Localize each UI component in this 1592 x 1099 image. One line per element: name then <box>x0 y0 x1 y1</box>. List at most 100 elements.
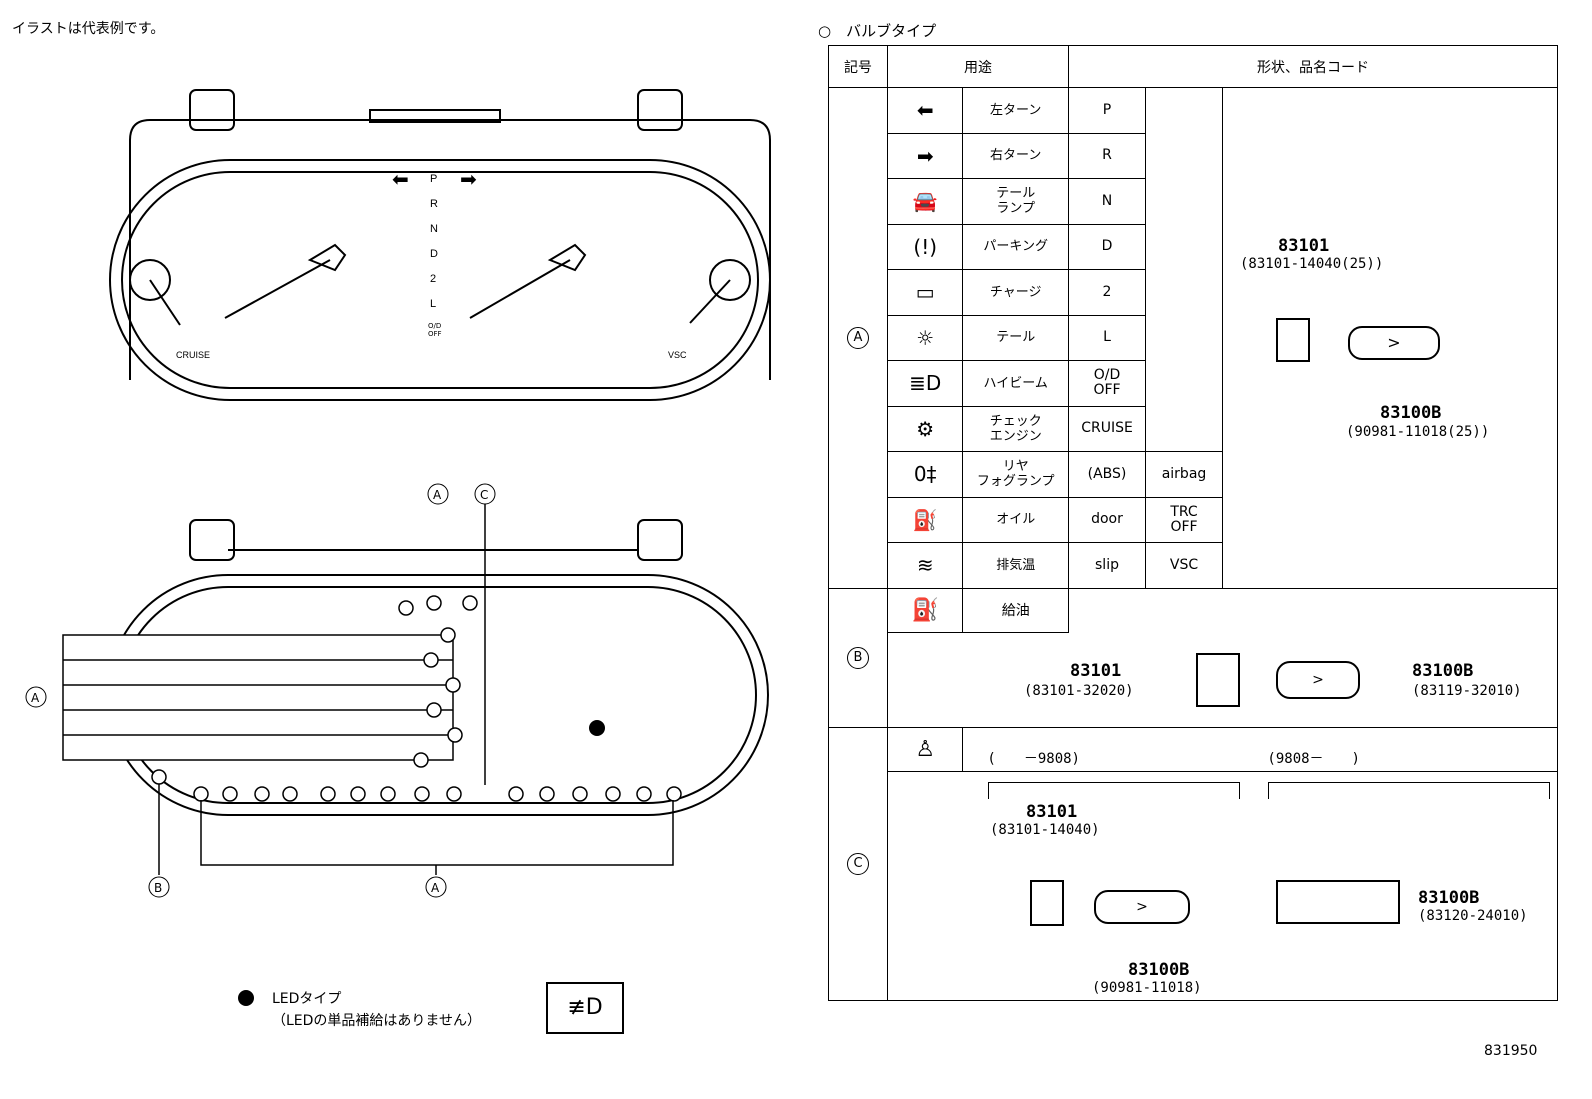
seatbelt-icon: ♙ <box>886 726 964 772</box>
cluster-rear-view: A C A B A <box>25 483 769 898</box>
c2-bulb-code: (83120-24010) <box>1418 907 1528 924</box>
oil-icon: ⛽ <box>886 496 964 543</box>
col-symbol-header: 記号 <box>828 45 888 88</box>
bulb-location <box>605 786 621 802</box>
led-bullet <box>238 990 254 1006</box>
a-bulb-number: 83100B <box>1380 403 1442 423</box>
c-range-1: ( －9808) <box>987 750 1080 767</box>
indicator-symbol: D <box>1068 223 1146 270</box>
c2-bulb-shape <box>1276 879 1400 924</box>
indicator-symbol: P <box>1068 87 1146 134</box>
exhaust-temp-icon: ≋ <box>886 542 964 589</box>
arrow-right-icon: ➡ <box>886 132 964 179</box>
gear-letter: R <box>430 198 438 210</box>
col-usage-header: 用途 <box>887 45 1069 88</box>
gear-letter: L <box>430 298 436 310</box>
marker-a: A <box>847 326 869 349</box>
led-location-dot <box>589 720 605 736</box>
a-bulb-shape: > <box>1348 326 1440 360</box>
arrow-left-icon: ⬅ <box>886 87 964 134</box>
indicator-symbol: door <box>1068 496 1146 543</box>
gear-letter: 2 <box>430 273 436 285</box>
b-bulb-shape: > <box>1276 660 1360 699</box>
a-socket-number: 83101 <box>1278 236 1330 256</box>
c-range-2: (9808－ ) <box>1267 750 1360 767</box>
col-shape-header: 形状、品名コード <box>1068 45 1558 88</box>
indicator-symbol: CRUISE <box>1068 405 1146 452</box>
bulb-location <box>636 786 652 802</box>
usage-label: テール <box>962 314 1069 361</box>
gear-letter: D <box>430 248 438 260</box>
tail-lamp-icon: 🚘 <box>886 178 964 225</box>
c-bulb-code: (90981-11018) <box>1092 979 1202 996</box>
usage-label: オイル <box>962 496 1069 543</box>
indicator-symbol: N <box>1068 178 1146 225</box>
figure-code: 831950 <box>1484 1043 1538 1059</box>
svg-text:C: C <box>480 488 488 502</box>
c-socket-shape <box>1030 879 1064 926</box>
vsc-label: VSC <box>668 350 687 360</box>
svg-text:B: B <box>154 881 162 895</box>
b-bulb-code: (83119-32010) <box>1412 682 1522 699</box>
cruise-label: CRUISE <box>176 350 210 360</box>
svg-text:A: A <box>431 881 440 895</box>
c2-bulb-number: 83100B <box>1418 887 1480 908</box>
bulb-location <box>320 786 336 802</box>
fog-led-icon: ≢D <box>546 982 624 1034</box>
gear-letter: P <box>430 173 437 185</box>
usage-label: テール ランプ <box>962 178 1069 225</box>
fuel-label: 給油 <box>962 587 1069 633</box>
led-note: （LEDの単品補給はありません） <box>272 1013 482 1029</box>
bulb-location <box>350 786 366 802</box>
high-beam-icon: ≣D <box>886 360 964 407</box>
right-turn-arrow: ➡ <box>460 167 477 191</box>
indicator-symbol: 2 <box>1068 269 1146 316</box>
fuel-icon: ⛽ <box>886 587 964 633</box>
indicator-symbol: L <box>1068 314 1146 361</box>
check-engine-icon: ⚙ <box>886 405 964 452</box>
bulb-location <box>572 786 588 802</box>
bulb-location <box>414 786 430 802</box>
rear-fog-icon: 0‡ <box>886 451 964 498</box>
a-socket-shape <box>1276 318 1310 362</box>
indicator-symbol: R <box>1068 132 1146 179</box>
usage-label: リヤ フォグランプ <box>962 451 1069 498</box>
marker-c: C <box>847 852 869 875</box>
bulb-location <box>193 786 209 802</box>
illustration-note: イラストは代表例です。 <box>12 21 165 37</box>
usage-label: 右ターン <box>962 132 1069 179</box>
bulb-location <box>539 786 555 802</box>
svg-text:A: A <box>433 488 442 502</box>
c-socket-code: (83101-14040) <box>990 821 1100 838</box>
c-bulb-shape: > <box>1094 889 1190 924</box>
indicator-symbol-2: airbag <box>1145 451 1223 498</box>
indicator-symbol: O/D OFF <box>1068 360 1146 407</box>
bulb-location <box>254 786 270 802</box>
usage-label: パーキング <box>962 223 1069 270</box>
b-socket-number: 83101 <box>1070 660 1122 681</box>
b-bulb-number: 83100B <box>1412 660 1474 681</box>
usage-label: 左ターン <box>962 87 1069 134</box>
bulb-type-title: ○ バルブタイプ <box>818 22 937 40</box>
bulb-location <box>380 786 396 802</box>
tail-light-icon: ☼ <box>886 314 964 361</box>
indicator-symbol-2: VSC <box>1145 542 1223 589</box>
c-bulb-number: 83100B <box>1128 959 1190 980</box>
usage-label: チェック エンジン <box>962 405 1069 452</box>
bulb-location <box>446 786 462 802</box>
a-bulb-code: (90981-11018(25)) <box>1346 424 1490 440</box>
od-off-label-2: OFF <box>428 330 442 338</box>
left-turn-arrow: ⬅ <box>392 167 409 191</box>
usage-label: ハイビーム <box>962 360 1069 407</box>
b-socket-code: (83101-32020) <box>1024 682 1134 699</box>
gear-letter: N <box>430 223 438 235</box>
bulb-location <box>282 786 298 802</box>
bulb-location <box>222 786 238 802</box>
bulb-location <box>508 786 524 802</box>
c-socket-number: 83101 <box>1026 801 1078 822</box>
usage-label: チャージ <box>962 269 1069 316</box>
svg-text:A: A <box>31 691 40 705</box>
indicator-symbol: (ABS) <box>1068 451 1146 498</box>
b-socket-shape <box>1196 652 1240 707</box>
